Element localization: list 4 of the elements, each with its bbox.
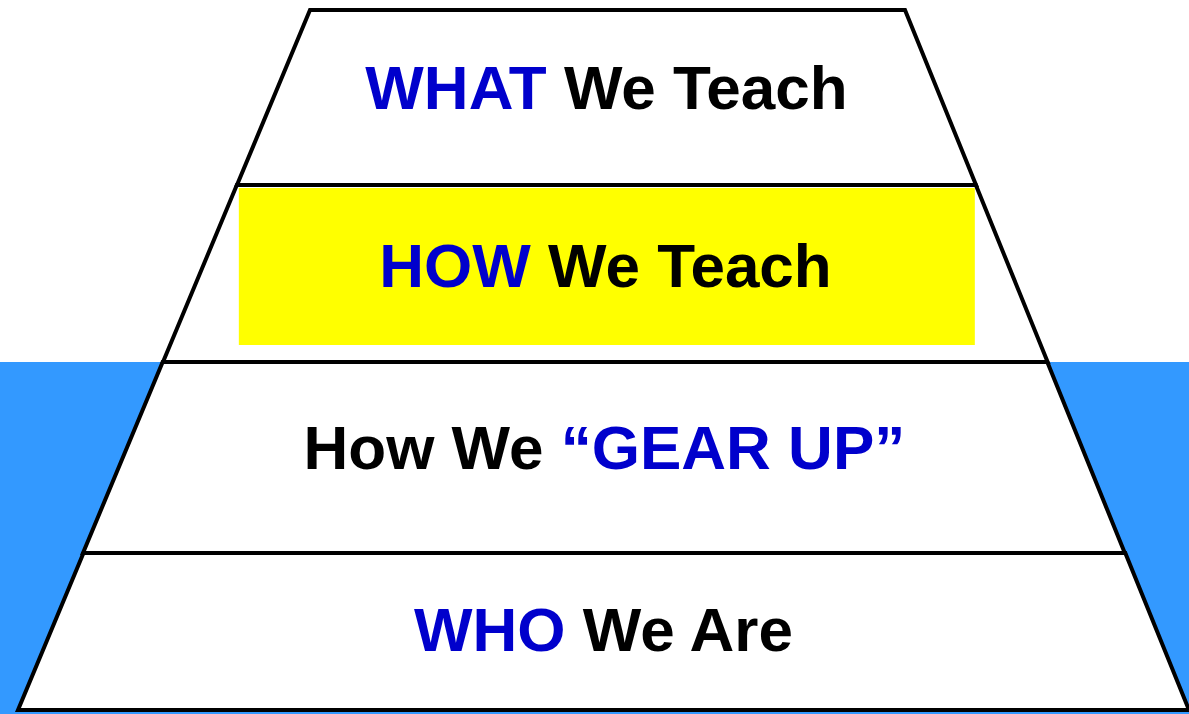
tier-label: WHO We Are [414,594,793,665]
tier-label: How We “GEAR UP” [303,412,906,483]
tier-label: WHAT We Teach [365,52,848,123]
tier-label: HOW We Teach [379,230,832,301]
